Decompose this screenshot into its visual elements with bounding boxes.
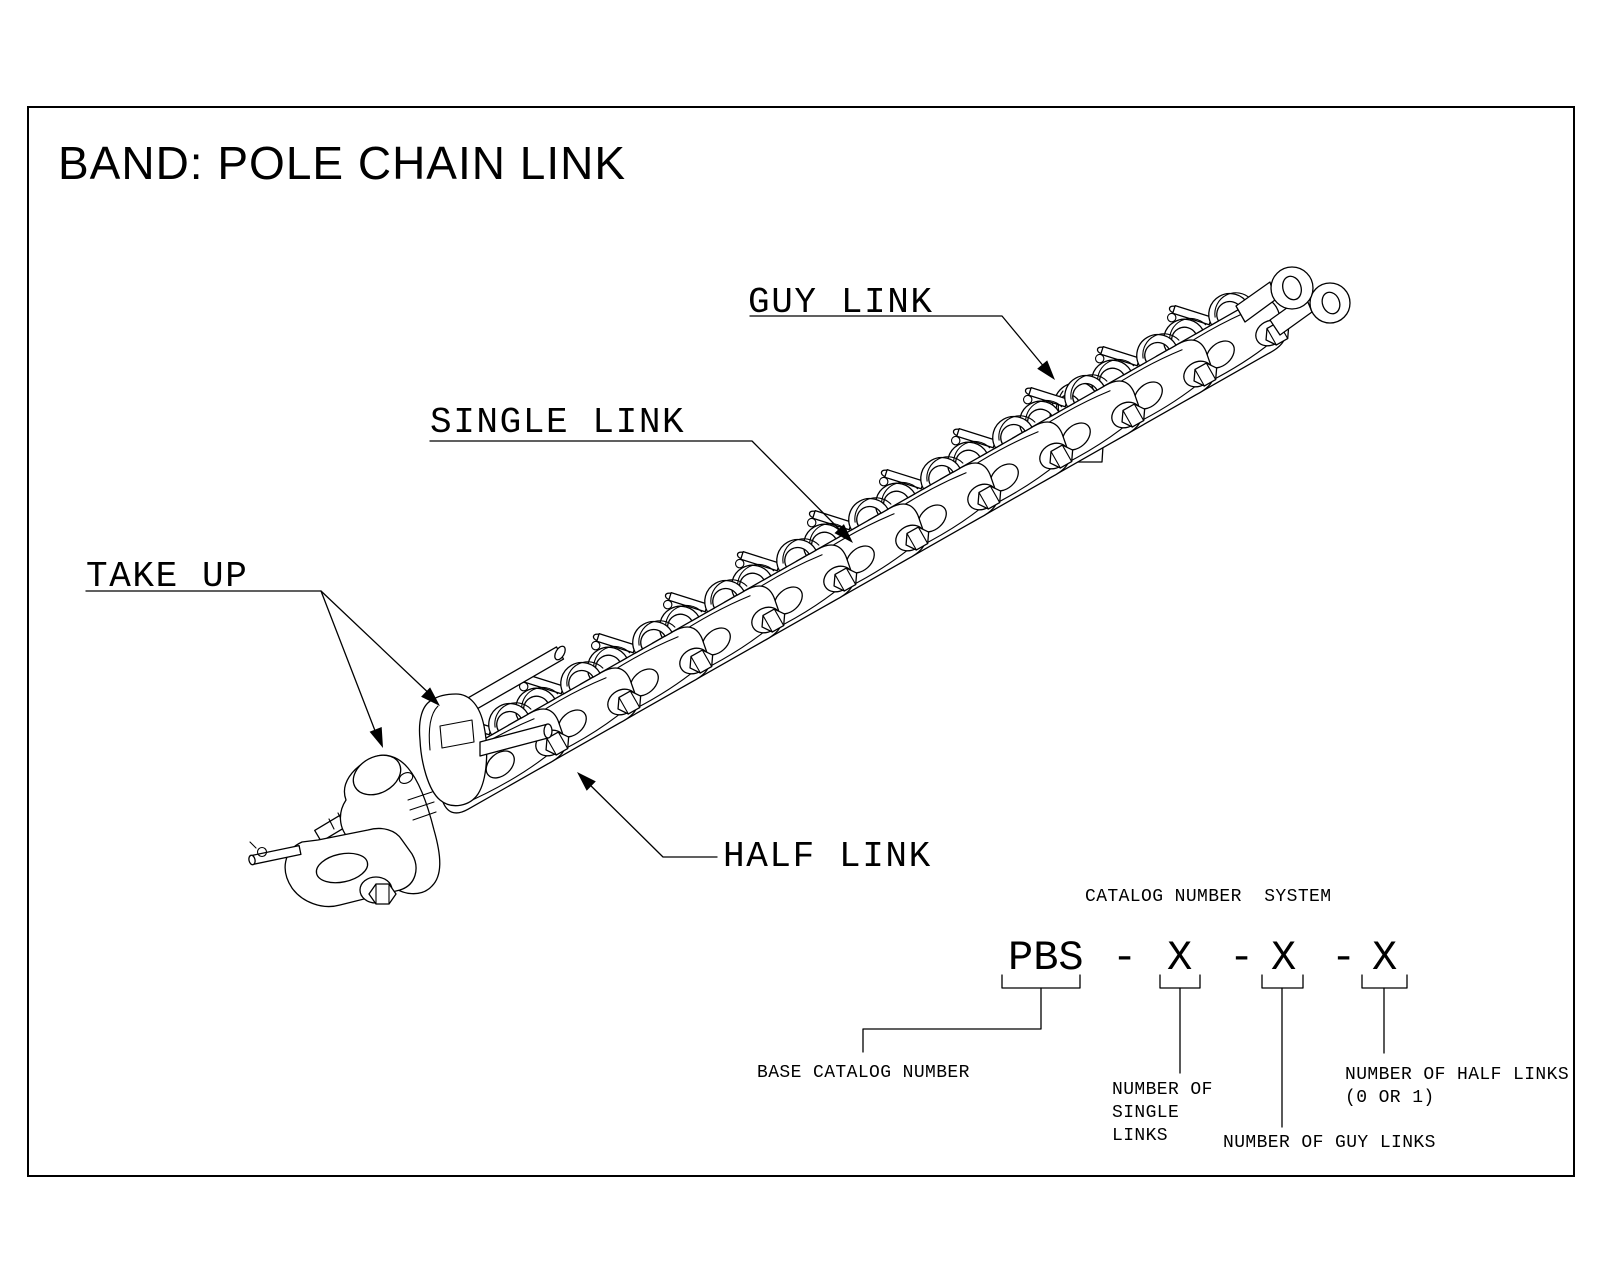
callout-line: NUMBER OF HALF LINKS	[1345, 1065, 1570, 1085]
callout-line: LINKS	[1112, 1126, 1169, 1146]
chain-end-eyes	[1235, 266, 1351, 336]
callout-line: NUMBER OF	[1112, 1080, 1213, 1100]
take-up-label: TAKE UP	[86, 556, 249, 597]
leader-arrow	[369, 727, 383, 748]
leader-arrow	[421, 687, 440, 706]
callout-line: (0 OR 1)	[1345, 1088, 1435, 1108]
single-link-label: SINGLE LINK	[430, 402, 686, 443]
guy-link-label: GUY LINK	[748, 282, 934, 323]
callout-line: SINGLE	[1112, 1103, 1180, 1123]
sheet-border	[27, 106, 1575, 1177]
single-link-leader	[429, 440, 853, 543]
half-link-label: HALF LINK	[723, 836, 932, 877]
drawing-title: BAND: POLE CHAIN LINK	[58, 137, 627, 189]
take-up-leader	[85, 590, 440, 748]
guy-link-leader	[749, 315, 1055, 380]
catalog-x-single: X	[1167, 934, 1193, 982]
half-link-leader	[577, 772, 718, 858]
catalog-separator: -	[1331, 934, 1357, 982]
number-of-single-links-callout: NUMBER OF SINGLE LINKS	[1112, 1079, 1213, 1148]
catalog-system-title: CATALOG NUMBER SYSTEM	[1085, 887, 1332, 907]
number-of-guy-links-callout: NUMBER OF GUY LINKS	[1223, 1133, 1436, 1153]
number-of-half-links-callout: NUMBER OF HALF LINKS (0 OR 1)	[1345, 1064, 1569, 1110]
catalog-brackets	[862, 974, 1408, 1128]
chain-links	[406, 259, 1351, 820]
leader-arrow	[1037, 360, 1055, 380]
catalog-x-half: X	[1372, 934, 1398, 982]
leader-arrow	[834, 524, 853, 543]
leader-arrow	[577, 772, 596, 791]
catalog-x-guy: X	[1271, 934, 1297, 982]
catalog-base-code: PBS	[1008, 934, 1084, 982]
catalog-separator: -	[1229, 934, 1255, 982]
take-up-assembly	[248, 645, 566, 908]
base-catalog-number-callout: BASE CATALOG NUMBER	[757, 1063, 970, 1083]
catalog-separator: -	[1112, 934, 1138, 982]
